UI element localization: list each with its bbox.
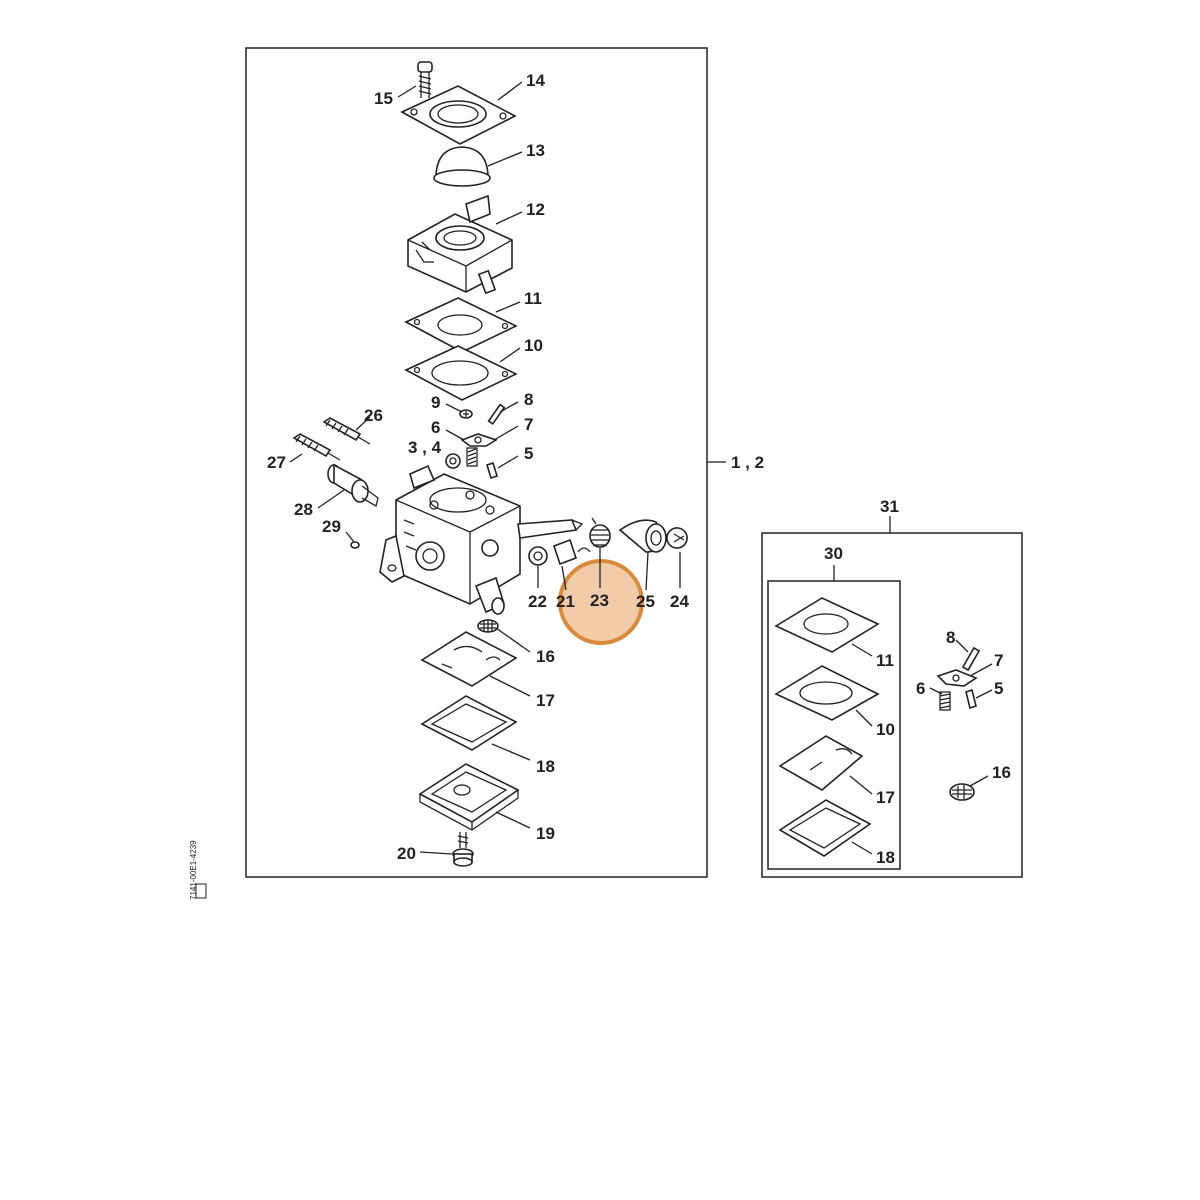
kit-label-8: 8 bbox=[946, 628, 955, 647]
part-5-inlet-needle[interactable] bbox=[486, 461, 498, 480]
kit-label-31: 31 bbox=[880, 497, 899, 516]
label-19: 19 bbox=[536, 824, 555, 843]
throttle-shaft[interactable] bbox=[517, 519, 584, 539]
label-10: 10 bbox=[524, 336, 543, 355]
part-27-adjusting-screw[interactable] bbox=[292, 433, 341, 461]
label-7: 7 bbox=[524, 415, 533, 434]
part-19-end-cover[interactable] bbox=[418, 763, 520, 831]
part-29-ball[interactable] bbox=[350, 541, 360, 549]
label-8: 8 bbox=[524, 390, 533, 409]
part-21-lever[interactable] bbox=[552, 538, 591, 566]
part-25-dust-cap[interactable] bbox=[618, 519, 667, 553]
part-20-screw[interactable] bbox=[452, 832, 474, 867]
part-28-throttle-shaft[interactable] bbox=[327, 463, 379, 507]
label-28: 28 bbox=[294, 500, 313, 519]
label-6: 6 bbox=[431, 418, 440, 437]
kit-label-18: 18 bbox=[876, 848, 895, 867]
part-6-spring[interactable] bbox=[466, 447, 478, 467]
part-8-pin[interactable] bbox=[487, 403, 506, 426]
part-9-screw[interactable] bbox=[459, 409, 473, 419]
kit-label-16: 16 bbox=[992, 763, 1011, 782]
part-18-gasket[interactable] bbox=[420, 695, 518, 751]
label-5: 5 bbox=[524, 444, 533, 463]
kit-part-11-gasket[interactable] bbox=[774, 597, 880, 653]
kit-label-30: 30 bbox=[824, 544, 843, 563]
leader-lines bbox=[289, 81, 993, 855]
kit-label-11: 11 bbox=[876, 651, 894, 670]
part-22-nut[interactable] bbox=[528, 546, 548, 566]
kit-part-8-pin[interactable] bbox=[961, 646, 981, 672]
part-12-pump-housing[interactable] bbox=[407, 194, 513, 295]
label-20: 20 bbox=[397, 844, 416, 863]
label-22: 22 bbox=[528, 592, 547, 611]
label-17: 17 bbox=[536, 691, 555, 710]
highlight-part-23 bbox=[558, 559, 644, 645]
label-16: 16 bbox=[536, 647, 555, 666]
kit-label-10: 10 bbox=[876, 720, 895, 739]
part-13-primer-bulb[interactable] bbox=[433, 146, 491, 187]
label-11: 11 bbox=[524, 289, 542, 308]
carburetor-body[interactable] bbox=[379, 464, 521, 615]
label-23: 23 bbox=[590, 591, 609, 610]
kit-label-5: 5 bbox=[994, 679, 1003, 698]
label-26: 26 bbox=[364, 406, 383, 425]
kit-label-17: 17 bbox=[876, 788, 895, 807]
label-1-2: 1 , 2 bbox=[731, 453, 764, 472]
side-code-box bbox=[195, 883, 207, 899]
label-25: 25 bbox=[636, 592, 655, 611]
label-3-4: 3 , 4 bbox=[408, 438, 442, 457]
kit-part-18-gasket[interactable] bbox=[778, 799, 872, 857]
part-3-4-plug[interactable] bbox=[445, 453, 461, 469]
part-17-pump-diaphragm[interactable] bbox=[420, 631, 518, 687]
kit-part-7-lever[interactable] bbox=[936, 669, 978, 687]
part-26-adjusting-screw[interactable] bbox=[322, 417, 371, 445]
label-18: 18 bbox=[536, 757, 555, 776]
part-23-spring[interactable] bbox=[589, 517, 611, 548]
label-9: 9 bbox=[431, 393, 440, 412]
label-13: 13 bbox=[526, 141, 545, 160]
kit-part-17-pump-diaphragm[interactable] bbox=[778, 735, 864, 791]
kit-part-16-fuel-screen[interactable] bbox=[949, 783, 975, 801]
part-16-fuel-screen[interactable] bbox=[477, 619, 499, 633]
label-24: 24 bbox=[670, 592, 689, 611]
part-24-circlip[interactable] bbox=[666, 527, 688, 549]
label-29: 29 bbox=[322, 517, 341, 536]
part-15-screw[interactable] bbox=[417, 61, 433, 98]
label-21: 21 bbox=[556, 592, 575, 611]
label-27: 27 bbox=[267, 453, 286, 472]
kit-label-6: 6 bbox=[916, 679, 925, 698]
kit-31-frame bbox=[761, 532, 1023, 878]
label-15: 15 bbox=[374, 89, 393, 108]
part-7-lever[interactable] bbox=[460, 433, 498, 447]
part-14-cover[interactable] bbox=[400, 85, 517, 145]
kit-part-5-inlet-needle[interactable] bbox=[965, 688, 977, 710]
part-11-gasket[interactable] bbox=[404, 297, 518, 353]
part-10-diaphragm[interactable] bbox=[404, 345, 518, 401]
side-code: 7141-00E1-4239 bbox=[189, 840, 198, 900]
kit-label-7: 7 bbox=[994, 651, 1003, 670]
label-12: 12 bbox=[526, 200, 545, 219]
kit-part-6-spring[interactable] bbox=[939, 691, 951, 711]
kit-part-10-diaphragm[interactable] bbox=[774, 665, 880, 721]
label-14: 14 bbox=[526, 71, 545, 90]
